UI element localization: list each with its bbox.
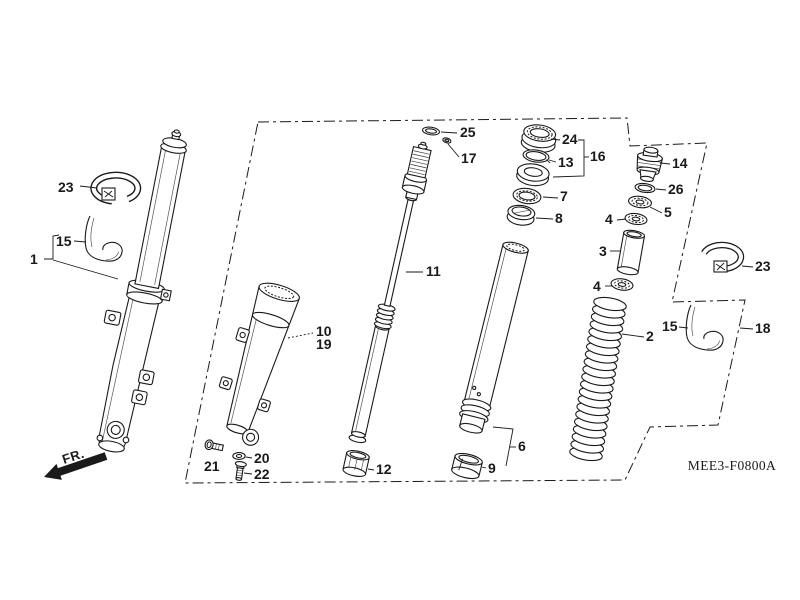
oil-lock-piece [342,450,370,477]
callout-23-right: 23 [755,258,771,274]
fork-pipe [459,241,529,434]
spring-collar [616,229,646,276]
callout-26: 26 [668,181,684,197]
callout-5: 5 [664,204,672,220]
callout-3: 3 [599,243,607,259]
callout-4-lower: 4 [593,278,601,294]
callout-13: 13 [558,154,574,170]
callout-10: 10 [316,323,332,339]
damper-rod [348,141,432,444]
diagram-border [184,117,746,484]
o-ring [634,182,656,194]
slider-bushing [451,452,483,480]
fork-bolt-cap [636,146,664,182]
socket-bolt [234,461,247,481]
stopper-ring [522,149,551,164]
retaining-ring-left [90,171,142,205]
callout-4-upper: 4 [605,211,613,227]
fork-spring [569,296,627,462]
fr-label: FR. [60,446,86,467]
callout-19: 19 [316,336,332,352]
fork-bottom-case [218,282,301,446]
callout-1: 1 [30,251,38,267]
callout-15-right: 15 [662,318,678,334]
callout-17: 17 [461,150,477,166]
washer-upper [624,212,648,226]
leader-lines [44,131,754,475]
callout-21: 21 [204,458,220,474]
stopper-bracket-left [84,215,123,262]
callout-18: 18 [755,320,771,336]
callout-23-left: 23 [58,179,74,195]
callout-7: 7 [560,188,568,204]
sealing-washer [422,126,440,136]
fr-arrow-icon [44,452,108,480]
front-fork-assembly [96,129,187,453]
callout-24: 24 [562,131,578,147]
callout-20: 20 [254,450,270,466]
guide-bushing [506,204,536,226]
callout-15-left: 15 [56,233,72,249]
callout-9: 9 [488,460,496,476]
thread-lines [408,150,430,176]
figure-code: MEE3-F0800A [688,458,776,473]
callout-11: 11 [426,263,441,279]
flange-bolt [204,439,224,452]
backup-ring [512,187,542,205]
callout-14: 14 [672,155,688,171]
callout-22: 22 [254,466,270,482]
callout-6: 6 [518,438,526,454]
rebound-spring [373,303,396,330]
front-direction-marker: FR. [44,446,108,480]
dust-seal [520,124,557,153]
oil-seal [516,163,550,187]
callout-2: 2 [646,328,654,344]
washer-lower [610,278,634,291]
wire-clip [442,137,452,144]
callout-8: 8 [555,210,563,226]
washer-20 [232,452,246,460]
spring-seat [628,195,652,209]
callout-25: 25 [460,124,476,140]
callout-16: 16 [590,148,606,164]
callout-12: 12 [376,461,392,477]
callout-labels: 1 2 3 4 4 5 6 7 8 9 10 11 12 13 14 15 15… [30,124,771,482]
retaining-ring-right [701,241,745,273]
stopper-bracket-right [685,304,724,351]
